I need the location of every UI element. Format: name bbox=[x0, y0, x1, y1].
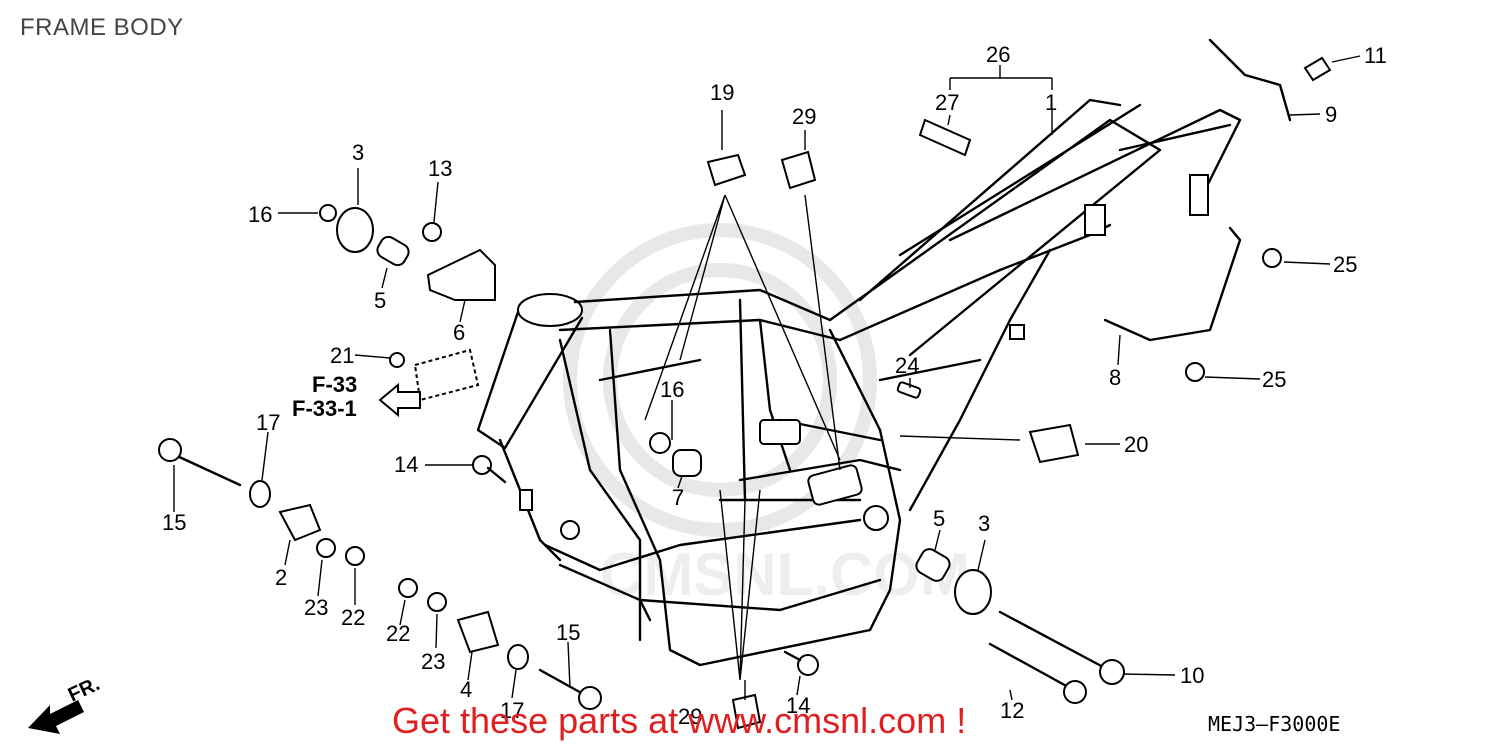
page-title: FRAME BODY bbox=[20, 14, 184, 41]
part-7 bbox=[672, 449, 702, 477]
frame-assembly bbox=[476, 98, 1242, 667]
part-27 bbox=[918, 118, 972, 157]
callout-16-left: 16 bbox=[248, 202, 272, 227]
part-2 bbox=[278, 503, 322, 542]
part-24 bbox=[896, 381, 922, 399]
callout-3-right: 3 bbox=[978, 511, 990, 536]
part-23a bbox=[316, 538, 336, 558]
part-23b bbox=[427, 592, 447, 612]
front-arrow-icon bbox=[28, 700, 84, 734]
part-6 bbox=[426, 248, 496, 301]
reference-arrow: F-33 F-33-1 bbox=[292, 372, 421, 421]
callout-22-middle: 22 bbox=[386, 621, 410, 646]
ref-f33: F-33 bbox=[312, 372, 357, 397]
part-14a bbox=[472, 455, 492, 475]
callout-15-left: 15 bbox=[162, 510, 186, 535]
callout-29-bottom: 29 bbox=[678, 704, 702, 729]
callout-5-right: 5 bbox=[933, 506, 945, 531]
callout-19: 19 bbox=[710, 80, 734, 105]
drawing-code: MEJ3—F3000E bbox=[1208, 712, 1341, 736]
parts-link-banner[interactable]: Get these parts at www.cmsnl.com ! bbox=[392, 700, 967, 741]
part-11 bbox=[1303, 56, 1332, 82]
callout-11: 11 bbox=[1364, 43, 1387, 68]
callout-17-bottom: 17 bbox=[500, 698, 524, 723]
part-21 bbox=[389, 352, 405, 368]
front-marker: FR. bbox=[28, 673, 103, 734]
callout-24: 24 bbox=[895, 353, 919, 378]
part-25b bbox=[1185, 362, 1205, 382]
part-22a bbox=[345, 546, 365, 566]
callout-26: 26 bbox=[986, 42, 1010, 67]
callout-23-left: 23 bbox=[304, 595, 328, 620]
part-17a bbox=[249, 480, 271, 508]
part-9 bbox=[1208, 38, 1292, 122]
part-15b bbox=[538, 668, 587, 697]
part-19 bbox=[706, 153, 747, 187]
callout-12: 12 bbox=[1000, 698, 1024, 723]
part-29a bbox=[780, 150, 817, 190]
callouts: 26 27 1 11 9 19 29 3 13 16 5 6 21 25 25 … bbox=[162, 42, 1387, 729]
callout-27: 27 bbox=[935, 90, 959, 115]
callout-14-left: 14 bbox=[394, 452, 418, 477]
part-17b bbox=[507, 644, 529, 670]
part-plate bbox=[413, 348, 480, 402]
callout-22-left: 22 bbox=[341, 605, 365, 630]
part-5a bbox=[376, 235, 410, 267]
part-3a bbox=[336, 207, 374, 253]
callout-5-top: 5 bbox=[374, 288, 386, 313]
callout-7: 7 bbox=[672, 485, 684, 510]
callout-1: 1 bbox=[1045, 90, 1057, 115]
callout-21: 21 bbox=[330, 343, 354, 368]
loose-parts bbox=[158, 38, 1332, 730]
callout-17-left: 17 bbox=[256, 410, 280, 435]
part-22b bbox=[398, 578, 418, 598]
part-3b bbox=[954, 569, 992, 615]
callout-8: 8 bbox=[1109, 365, 1121, 390]
callout-23-middle: 23 bbox=[421, 649, 445, 674]
ref-f33-1: F-33-1 bbox=[292, 396, 357, 421]
part-14b bbox=[797, 654, 819, 676]
part-8 bbox=[1103, 226, 1242, 342]
part-10 bbox=[998, 610, 1107, 670]
callout-25-top: 25 bbox=[1333, 252, 1357, 277]
part-13 bbox=[422, 222, 442, 242]
callout-15-bottom: 15 bbox=[556, 620, 580, 645]
callout-16-middle: 16 bbox=[660, 377, 684, 402]
callout-4: 4 bbox=[460, 677, 472, 702]
callout-13: 13 bbox=[428, 156, 452, 181]
callout-29-top: 29 bbox=[792, 104, 816, 129]
front-label: FR. bbox=[65, 673, 103, 707]
callout-2: 2 bbox=[275, 565, 287, 590]
callout-10: 10 bbox=[1180, 663, 1204, 688]
callout-3-top: 3 bbox=[352, 140, 364, 165]
callout-6: 6 bbox=[453, 320, 465, 345]
callout-9: 9 bbox=[1325, 102, 1337, 127]
part-29b bbox=[731, 693, 762, 730]
part-12 bbox=[988, 642, 1072, 690]
part-25a bbox=[1262, 248, 1282, 268]
part-5b bbox=[915, 548, 951, 582]
part-16b bbox=[649, 432, 671, 454]
callout-20: 20 bbox=[1124, 432, 1148, 457]
leader-lines bbox=[173, 55, 1361, 701]
part-16a bbox=[319, 204, 337, 222]
part-20 bbox=[1028, 423, 1080, 464]
callout-14-bottom: 14 bbox=[786, 693, 810, 718]
part-4 bbox=[456, 610, 500, 654]
callout-25-bottom: 25 bbox=[1262, 367, 1286, 392]
part-15a bbox=[173, 453, 242, 487]
